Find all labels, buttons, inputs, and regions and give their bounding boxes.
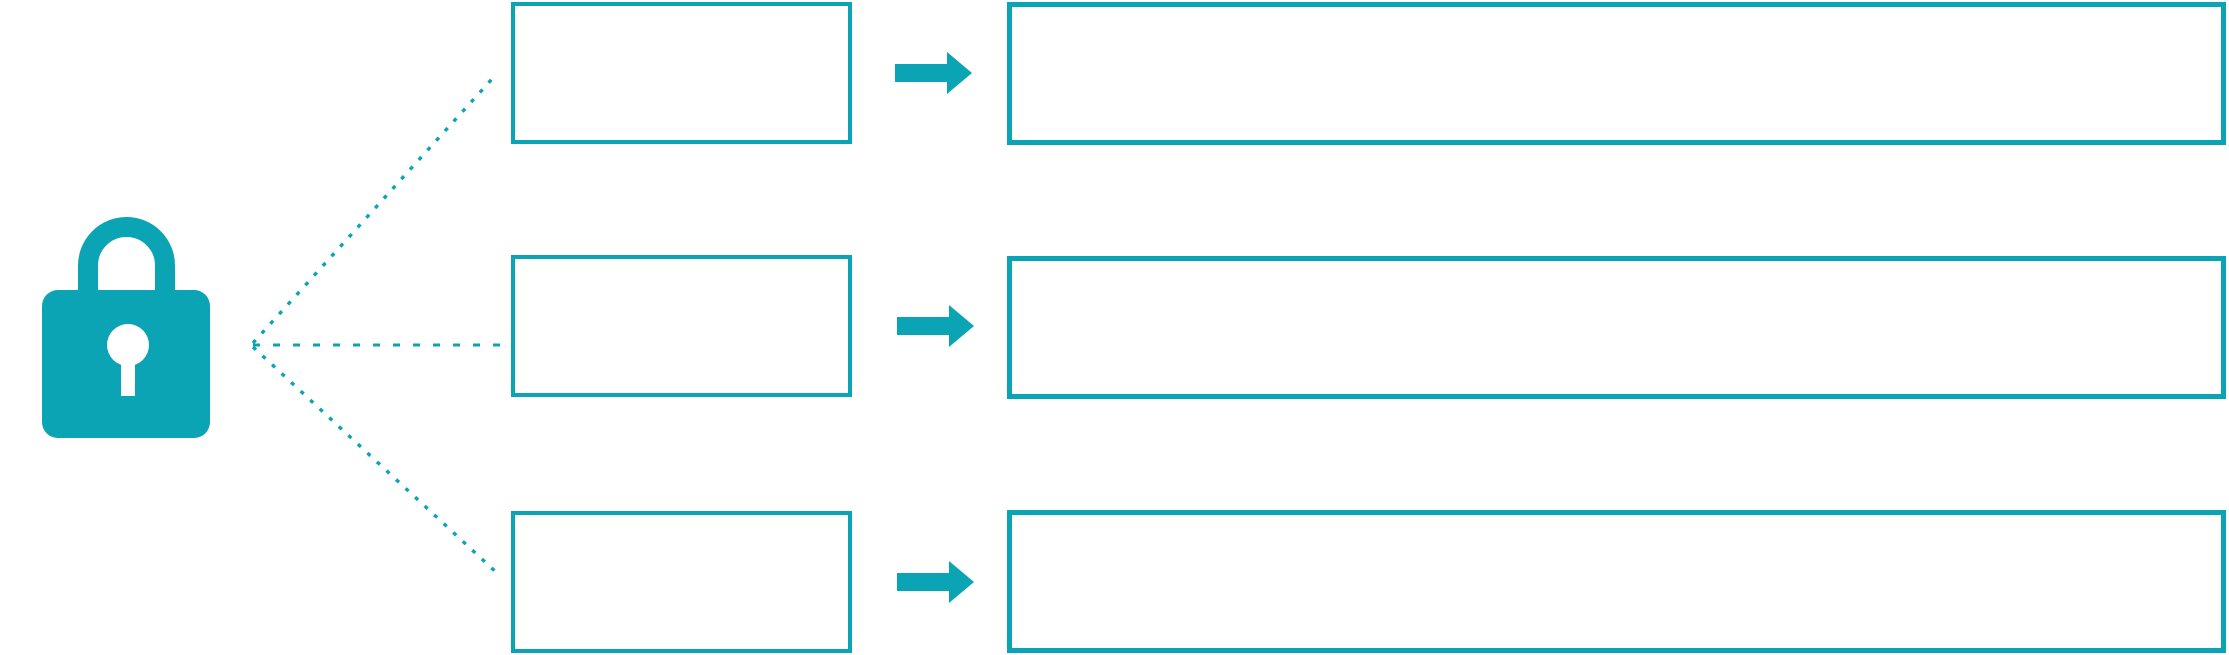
detail-box-3 bbox=[1007, 510, 2226, 653]
connector-top-line bbox=[251, 77, 494, 345]
lock-keyhole-circle bbox=[107, 324, 149, 366]
detail-box-1 bbox=[1007, 2, 2226, 145]
arrow-right-icon bbox=[897, 561, 974, 603]
category-box-1 bbox=[511, 2, 852, 144]
arrow-right-icon bbox=[897, 305, 974, 347]
lock-icon bbox=[42, 217, 210, 438]
lock-shackle bbox=[78, 217, 175, 301]
arrow-right-icon bbox=[895, 52, 972, 94]
category-box-2 bbox=[511, 255, 852, 397]
category-box-3 bbox=[511, 511, 852, 653]
lock-keyhole-stem bbox=[121, 359, 135, 396]
connector-bottom-line bbox=[251, 345, 499, 575]
detail-box-2 bbox=[1007, 256, 2226, 399]
